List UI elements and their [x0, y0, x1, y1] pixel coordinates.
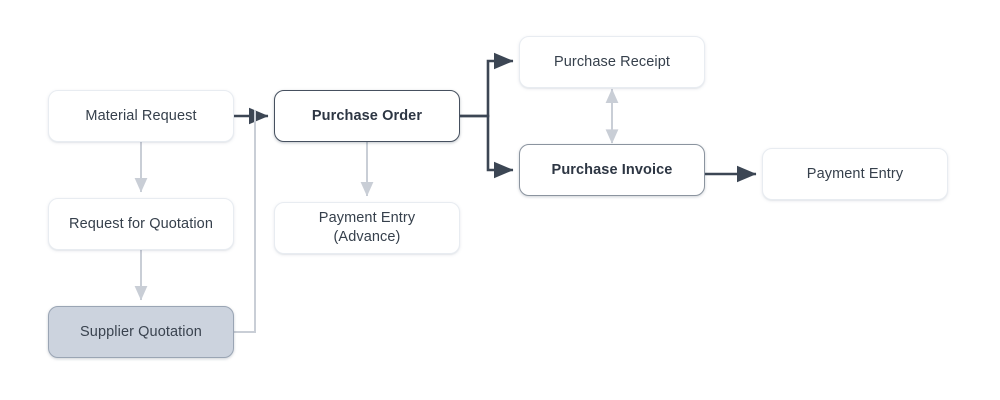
- node-label: Purchase Order: [311, 107, 423, 124]
- node-supplier-quotation[interactable]: Supplier Quotation: [48, 306, 234, 358]
- node-request-for-quotation[interactable]: Request for Quotation: [48, 198, 234, 250]
- node-purchase-order[interactable]: Purchase Order: [274, 90, 460, 142]
- node-label: Payment Entry (Advance): [318, 210, 416, 245]
- node-material-request[interactable]: Material Request: [48, 90, 234, 142]
- node-label: Payment Entry: [806, 165, 904, 182]
- node-label: Purchase Receipt: [553, 53, 671, 70]
- node-payment-entry-advance[interactable]: Payment Entry (Advance): [274, 202, 460, 254]
- node-payment-entry[interactable]: Payment Entry: [762, 148, 948, 200]
- flow-edge: [460, 114, 514, 179]
- node-purchase-receipt[interactable]: Purchase Receipt: [519, 36, 705, 88]
- flow-edge: [234, 110, 256, 333]
- node-label: Material Request: [85, 107, 197, 124]
- node-label: Request for Quotation: [69, 215, 213, 232]
- flow-edge: [460, 52, 514, 118]
- node-label: Supplier Quotation: [80, 323, 202, 340]
- node-label: Purchase Invoice: [551, 161, 673, 178]
- node-purchase-invoice[interactable]: Purchase Invoice: [519, 144, 705, 196]
